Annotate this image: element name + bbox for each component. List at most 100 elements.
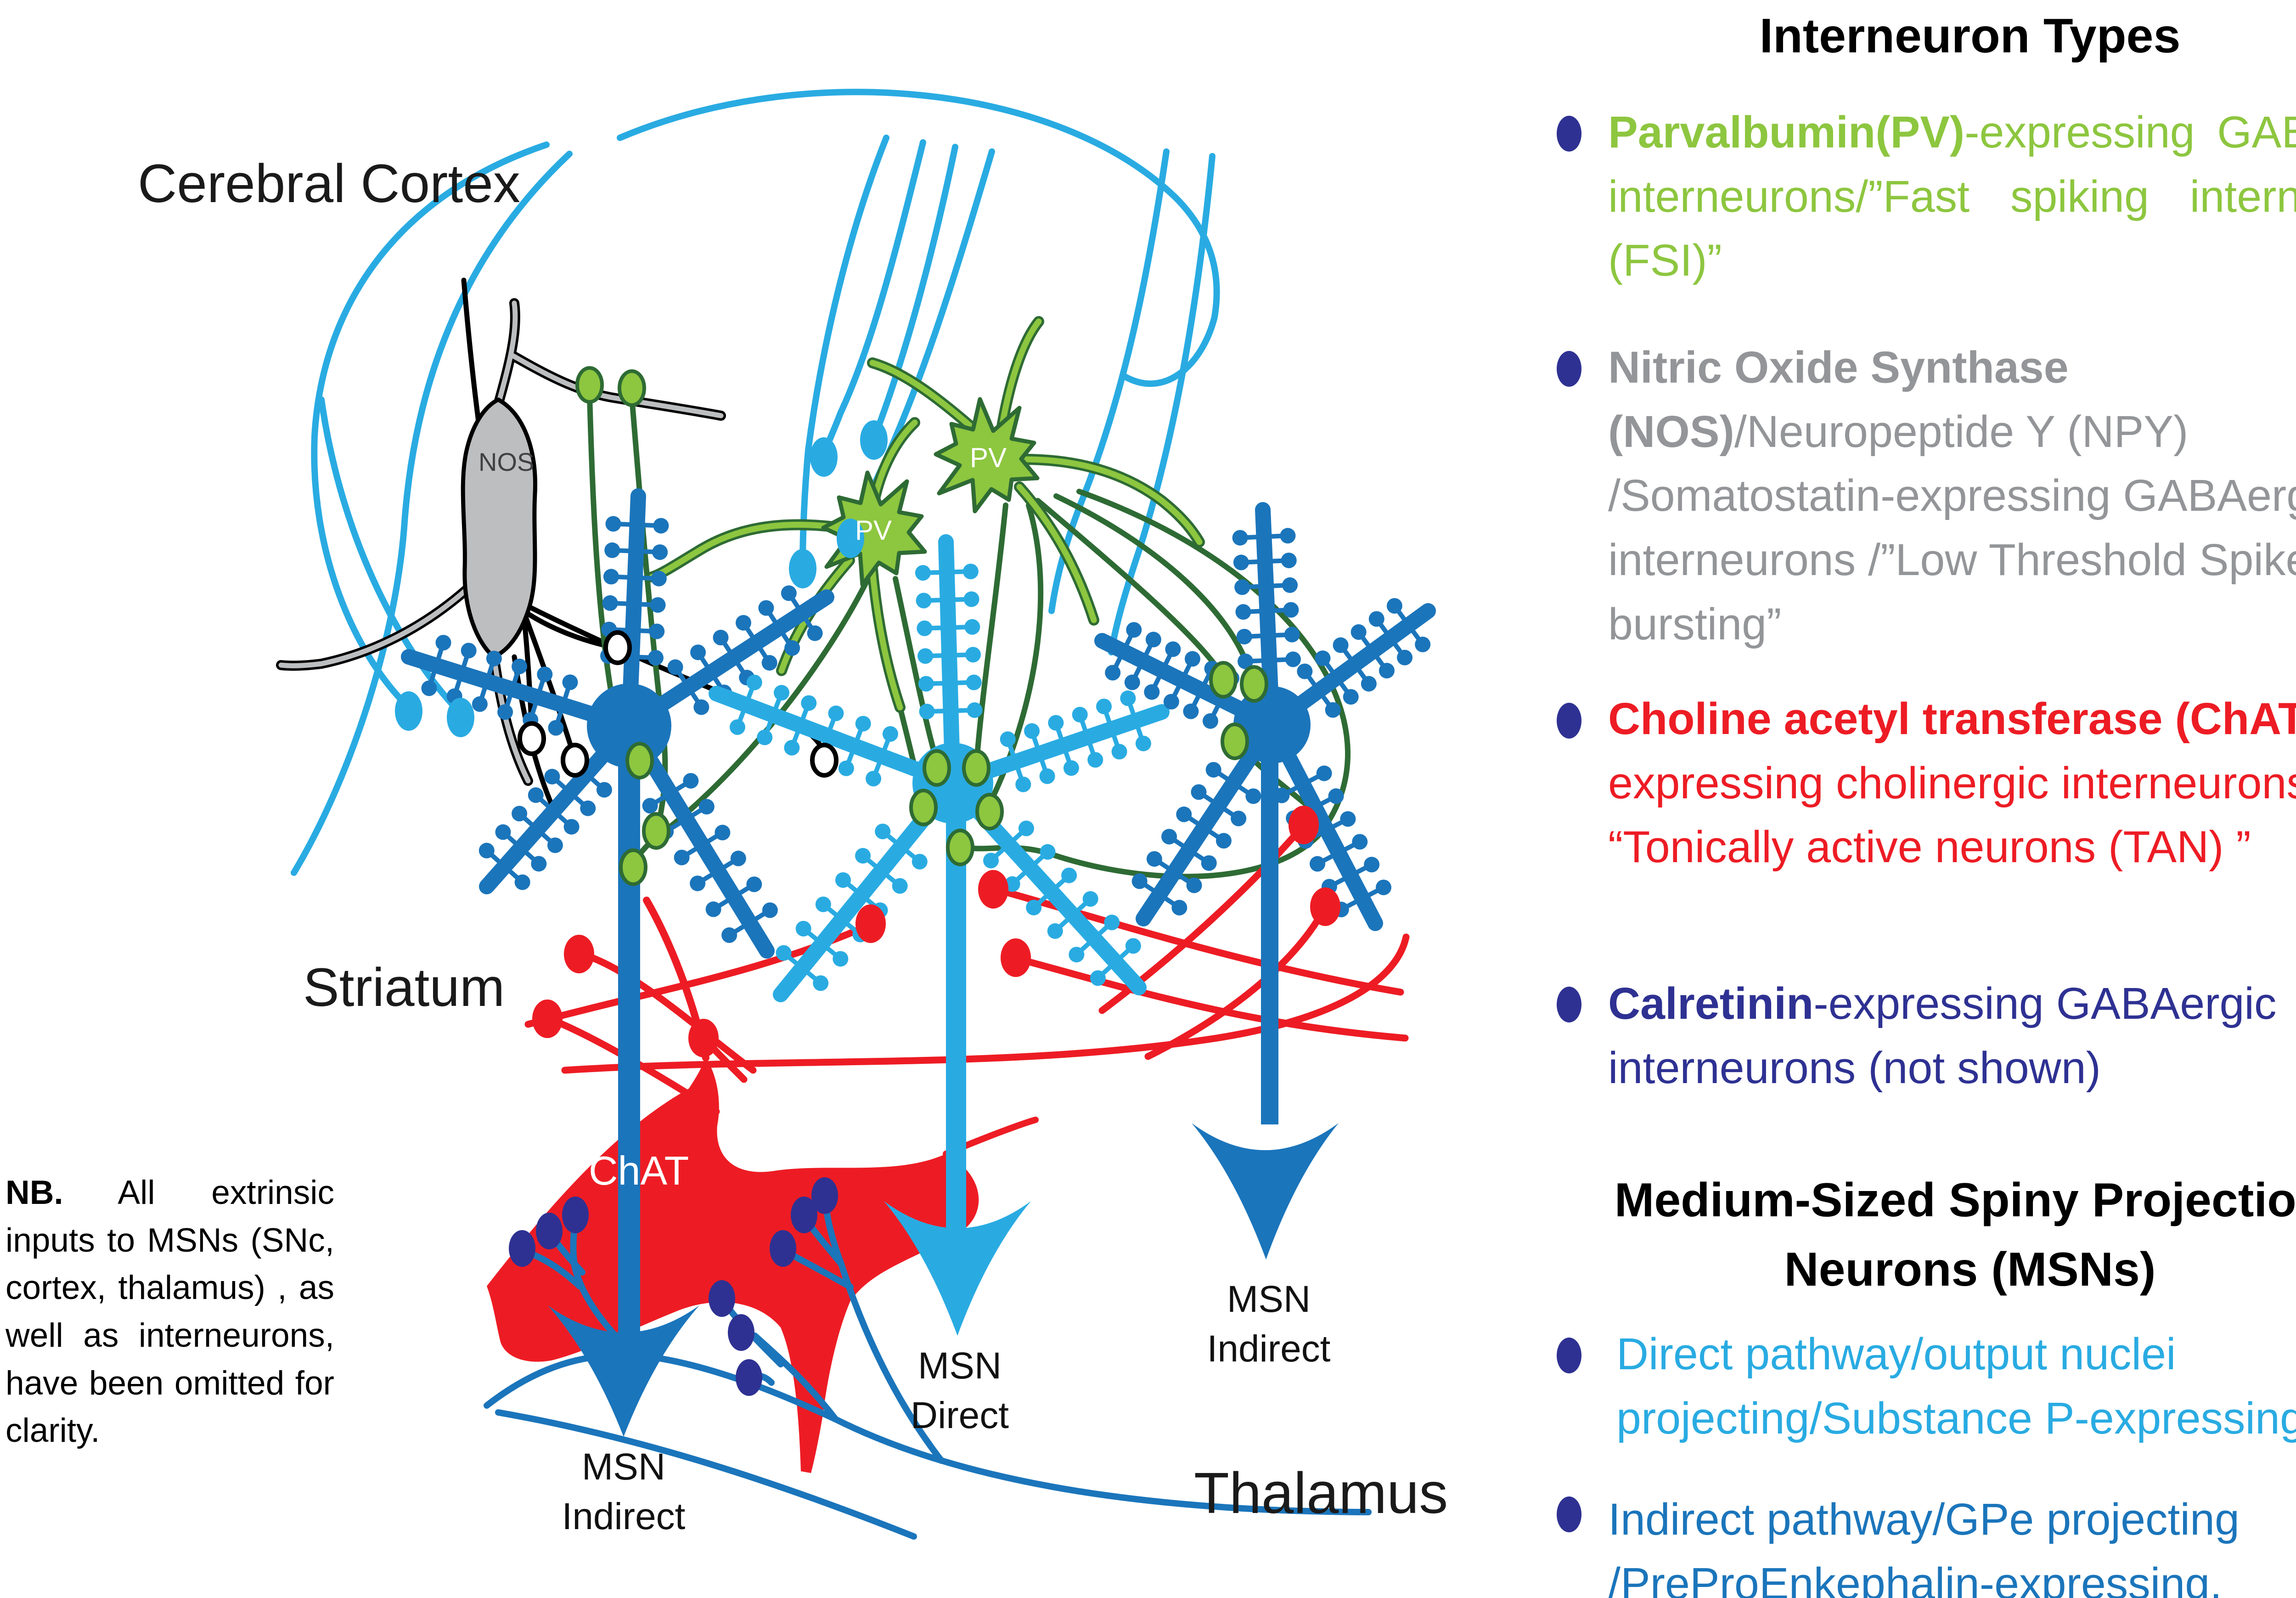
dendritic-spine	[713, 630, 729, 646]
pv-synaptic-bouton	[975, 793, 1004, 830]
dendritic-spine	[1352, 834, 1368, 850]
dendritic-spine-stem	[753, 911, 767, 922]
dendritic-spine	[1105, 665, 1121, 681]
dendritic-spine	[912, 853, 928, 870]
dendritic-spine	[1386, 598, 1402, 614]
dendritic-spine	[919, 703, 935, 719]
dendritic-spine-stem	[1143, 643, 1153, 658]
dendritic-spine	[1145, 632, 1161, 648]
dendritic-spine	[801, 695, 817, 711]
dendritic-spine-stem	[1306, 674, 1317, 688]
dendritic-spine	[746, 876, 762, 892]
dendritic-spine	[963, 591, 979, 607]
pv-synaptic-bouton	[619, 848, 647, 886]
dendritic-spine-stem	[530, 701, 538, 717]
dendritic-spine-stem	[744, 626, 755, 640]
thalamic-synaptic-bouton	[562, 1197, 589, 1233]
bullet-nos	[1557, 351, 1581, 387]
dendritic-spine-stem	[1247, 609, 1263, 614]
dendritic-spine-stem	[846, 750, 855, 765]
dendritic-spine	[1232, 530, 1248, 546]
dendritic-spine	[1368, 611, 1384, 627]
dendritic-spine-stem	[1338, 680, 1350, 694]
legend-item-nos: Nitric Oxide Synthase (NOS)/Neuropeptide…	[1608, 335, 2296, 656]
dendritic-spine-stem	[737, 708, 746, 723]
dendritic-spine	[815, 896, 831, 912]
dendritic-spine-stem	[824, 945, 838, 957]
dendritic-spine	[1183, 703, 1199, 719]
dendritic-spine-stem	[800, 706, 809, 722]
dendritic-spine	[1235, 604, 1251, 620]
dendritic-spine-stem	[1236, 784, 1250, 795]
dendritic-spine	[603, 569, 619, 585]
dendritic-spine-stem	[885, 833, 899, 845]
dendritic-spine-stem	[927, 570, 943, 575]
dendritic-spine-stem	[1054, 877, 1067, 890]
dendritic-spine-stem	[1124, 633, 1134, 648]
dendritic-spine	[1004, 876, 1020, 892]
dendritic-spine-stem	[1063, 749, 1072, 764]
dendritic-spine	[605, 516, 621, 532]
dendritic-spine-stem	[1036, 893, 1049, 906]
dendritic-spine	[1039, 768, 1055, 784]
dendritic-spine-stem	[479, 685, 488, 700]
dendritic-spine	[548, 720, 564, 736]
dendritic-spine-stem	[735, 661, 746, 675]
pv-upper-cell-label: PV	[970, 442, 1007, 473]
dendritic-spine	[855, 848, 871, 864]
dendritic-spine	[1415, 637, 1431, 653]
thalamic-synaptic-bouton	[709, 1280, 735, 1317]
dendritic-spine-stem	[1345, 899, 1359, 909]
dendritic-spine	[746, 674, 762, 690]
dendritic-spine-stem	[705, 833, 720, 844]
cortical-synaptic-bouton	[447, 698, 474, 737]
dendritic-spine	[915, 565, 931, 581]
dendritic-spine-stem	[1055, 726, 1064, 742]
dendritic-spine-stem	[1202, 793, 1216, 804]
dendritic-spine	[1316, 765, 1332, 781]
dendritic-spine-stem	[1192, 851, 1206, 862]
dendritic-spine	[1146, 851, 1162, 867]
dendritic-spine	[833, 951, 849, 967]
dendritic-spine-stem	[780, 631, 791, 645]
dendritic-spine	[435, 635, 451, 651]
msn-section-header: Medium-Sized Spiny Projection Neurons (M…	[1614, 1174, 2296, 1296]
dendritic-spine-stem	[1356, 667, 1367, 681]
msn-indirect-left-label: MSN Indirect	[562, 1446, 686, 1538]
striatum-label: Striatum	[303, 957, 505, 1018]
dendritic-spine-stem	[805, 970, 818, 982]
dendritic-spine	[1096, 698, 1112, 714]
dendritic-spine-stem	[616, 548, 632, 553]
dendritic-spine-stem	[1320, 693, 1332, 707]
dendritic-spine-stem	[1039, 757, 1048, 773]
msn-indirect-left-neuron	[401, 488, 834, 1437]
dendritic-spine	[693, 699, 709, 715]
dendritic-spine-stem	[1015, 765, 1024, 781]
dendritic-spine-stem	[512, 670, 520, 686]
dendritic-spine-stem	[951, 597, 968, 602]
legend-item-chat: Choline acetyl transferase (ChAT) -expre…	[1608, 687, 2296, 879]
dendritic-spine-stem	[1285, 785, 1300, 795]
chat-synaptic-bouton	[564, 935, 594, 973]
dendritic-spine-stem	[1142, 882, 1157, 893]
dendritic-spine-stem	[1333, 876, 1347, 886]
dendritic-spine	[512, 806, 528, 822]
cortical-open-bouton	[561, 743, 589, 778]
dendritic-spine-stem	[1306, 774, 1321, 784]
dendritic-spine	[795, 920, 811, 937]
dendritic-spine	[735, 615, 751, 631]
dendritic-spine-stem	[1162, 895, 1176, 907]
dendritic-spine	[1297, 663, 1313, 679]
msn-soma	[587, 683, 671, 768]
dendritic-spine	[835, 872, 851, 888]
legend-item-pv-bold: Parvalbumin(PV)	[1608, 107, 1965, 157]
bullet-calretinin	[1557, 987, 1581, 1022]
dendritic-spine	[882, 726, 898, 742]
dendritic-spine	[1048, 715, 1064, 731]
dendritic-spine-stem	[1031, 734, 1040, 750]
dendritic-spine-stem	[1221, 806, 1236, 818]
msn-axon-arrowhead	[548, 1305, 699, 1437]
dendritic-spine-stem	[1079, 940, 1092, 953]
dendritic-spine	[1280, 528, 1296, 544]
